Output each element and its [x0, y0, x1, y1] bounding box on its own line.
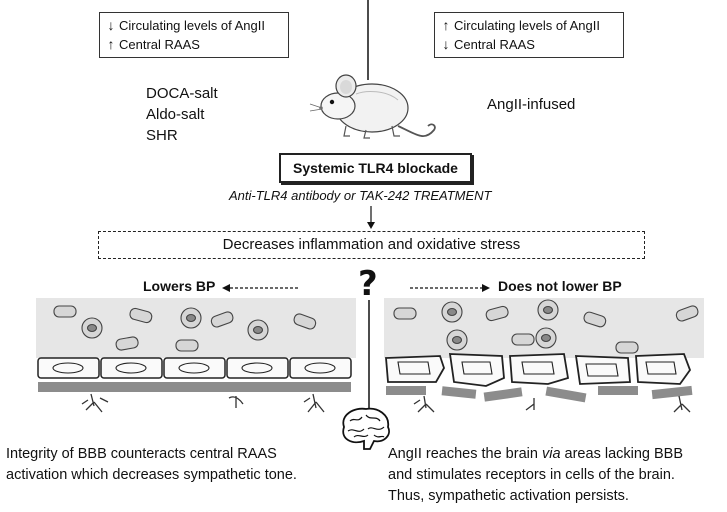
- blood-cells-right: [393, 299, 699, 354]
- right-caption-line2: and stimulates receptors in cells of the…: [388, 467, 675, 483]
- model-aldo-salt: Aldo-salt: [146, 106, 205, 123]
- left-caption-line1: Integrity of BBB counteracts central RAA…: [6, 446, 277, 462]
- left-condition-box: ↓ Circulating levels of AngII ↑ Central …: [99, 12, 289, 58]
- right-condition-box: ↑ Circulating levels of AngII ↓ Central …: [434, 12, 624, 58]
- left-box-row-angii: ↓ Circulating levels of AngII: [106, 16, 282, 35]
- right-caption: AngII reaches the brain via areas lackin…: [388, 444, 683, 507]
- down-arrow-icon: ↓: [107, 17, 115, 33]
- down-arrow-icon: ↓: [442, 36, 450, 52]
- brain-illustration: [342, 407, 390, 450]
- right-box-line2: Central RAAS: [454, 37, 535, 52]
- left-box-line2: Central RAAS: [119, 37, 200, 52]
- tlr4-blockade-box: Systemic TLR4 blockade: [279, 153, 472, 183]
- left-models-list: DOCA-salt Aldo-salt SHR: [146, 83, 218, 146]
- right-box-row-raas: ↓ Central RAAS: [441, 35, 617, 54]
- mouse-illustration: [309, 74, 436, 139]
- effect-box: Decreases inflammation and oxidative str…: [98, 231, 645, 259]
- left-outcome: Lowers BP: [143, 278, 216, 294]
- left-box-line1: Circulating levels of AngII: [119, 18, 265, 33]
- endothelial-layer-right: [385, 353, 692, 387]
- basement-membrane-left: [38, 382, 351, 392]
- model-doca-salt: DOCA-salt: [146, 85, 218, 102]
- right-box-row-angii: ↑ Circulating levels of AngII: [441, 16, 617, 35]
- blood-cells-left: [53, 305, 317, 352]
- up-arrow-icon: ↑: [107, 36, 115, 52]
- astrocyte-endfeet-left: [81, 393, 325, 413]
- right-outcome: Does not lower BP: [498, 278, 622, 294]
- right-model: AngII-infused: [487, 96, 576, 113]
- intact-bbb-vessel: [36, 298, 356, 413]
- right-box-line1: Circulating levels of AngII: [454, 18, 600, 33]
- left-caption-line2: activation which decreases sympathetic t…: [6, 467, 297, 483]
- endothelial-layer-left: [37, 357, 352, 379]
- right-caption-line1: AngII reaches the brain via areas lackin…: [388, 446, 684, 462]
- up-arrow-icon: ↑: [442, 17, 450, 33]
- basement-membrane-right: [386, 385, 693, 403]
- question-mark: ?: [358, 264, 378, 304]
- left-box-row-raas: ↑ Central RAAS: [106, 35, 282, 54]
- model-shr: SHR: [146, 127, 178, 144]
- left-caption: Integrity of BBB counteracts central RAA…: [6, 444, 297, 486]
- disrupted-bbb-vessel: [384, 298, 704, 413]
- astrocyte-endfeet-right: [413, 395, 691, 413]
- treatment-label: Anti-TLR4 antibody or TAK-242 TREATMENT: [229, 188, 492, 203]
- right-caption-line3: Thus, sympathetic activation persists.: [388, 488, 629, 504]
